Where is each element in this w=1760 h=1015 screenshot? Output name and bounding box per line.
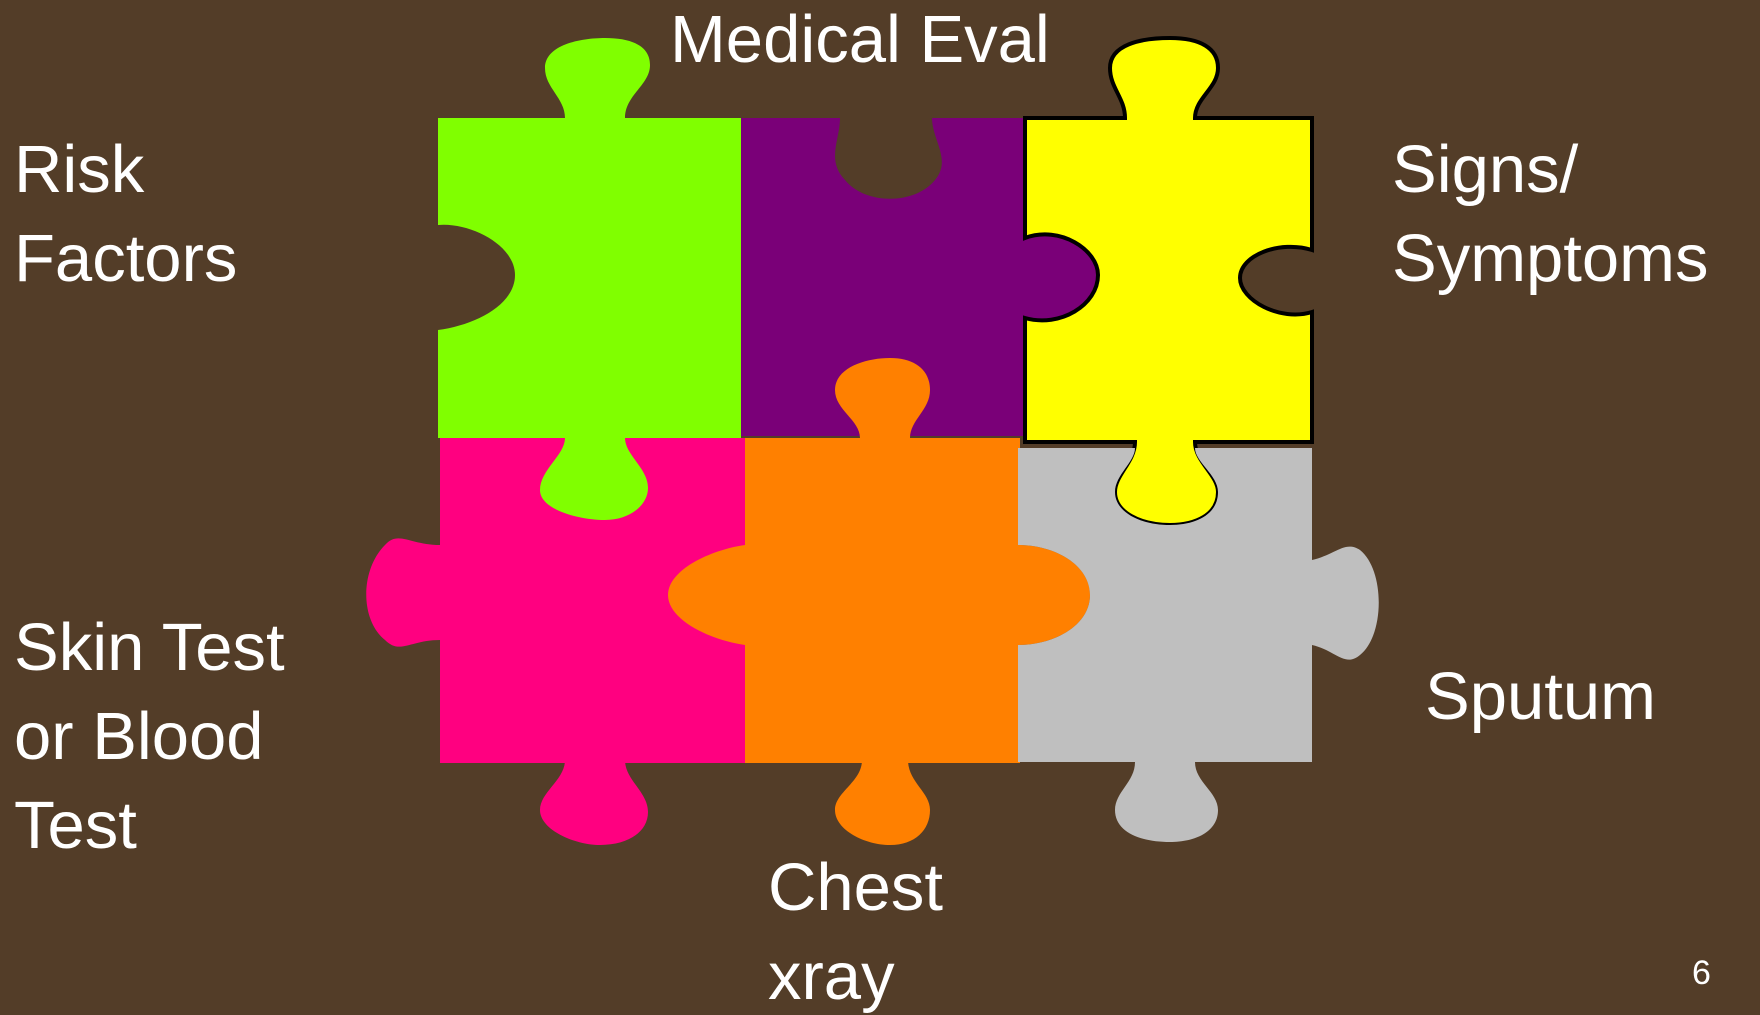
label-skin-test-or-blood-test: Skin Test or Blood Test (14, 603, 285, 870)
label-line: Chest (768, 843, 943, 932)
label-line: Sputum (1425, 652, 1656, 741)
label-chest-xray: Chest xray (768, 843, 943, 1015)
label-signs-symptoms: Signs/ Symptoms (1392, 125, 1708, 303)
page-number: 6 (1692, 954, 1711, 993)
puzzle-piece-magenta (366, 438, 745, 845)
orange-bottom-tab (835, 760, 930, 845)
label-line: Medical Eval (670, 0, 1050, 84)
label-medical-eval: Medical Eval (670, 0, 1050, 84)
label-line: Risk (14, 125, 237, 214)
green-top-tab (545, 38, 650, 118)
orange-body (745, 438, 1020, 763)
label-line: Skin Test (14, 603, 285, 692)
label-sputum: Sputum (1425, 652, 1656, 741)
magenta-bottom-tab (540, 760, 648, 845)
label-risk-factors: Risk Factors (14, 125, 237, 303)
label-line: Test (14, 781, 285, 870)
label-line: xray (768, 932, 943, 1015)
label-line: Symptoms (1392, 214, 1708, 303)
label-line: Factors (14, 214, 237, 303)
label-line: Signs/ (1392, 125, 1708, 214)
label-line: or Blood (14, 692, 285, 781)
magenta-left-tab (366, 538, 440, 646)
